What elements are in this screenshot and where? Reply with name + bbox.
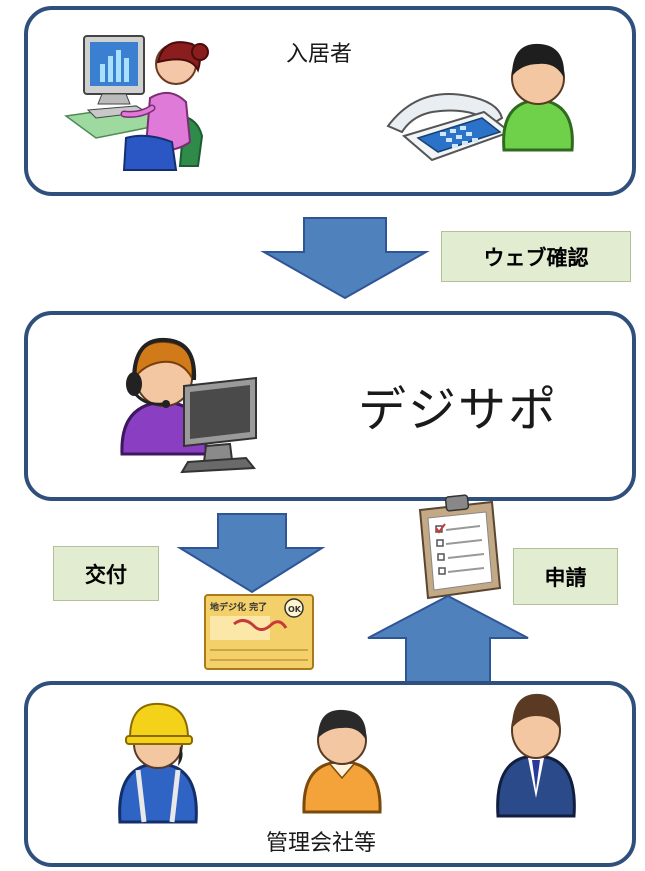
issue-tag: 交付	[53, 546, 159, 601]
clipboard-icon	[418, 494, 502, 600]
businessman-icon	[496, 693, 576, 818]
down-arrow-issue	[176, 513, 326, 594]
person-orange-icon	[302, 709, 382, 814]
card-badge: OK	[288, 605, 302, 614]
digisapo-box	[24, 311, 636, 501]
web-confirm-tag: ウェブ確認	[441, 231, 631, 282]
certificate-card-icon: 地デジ化 完了 OK	[204, 594, 314, 670]
card-title: 地デジ化 完了	[210, 601, 267, 613]
telephone-icon	[386, 93, 513, 162]
worker-helmet-icon	[118, 702, 198, 824]
computer-user-icon	[64, 35, 209, 171]
apply-tag: 申請	[513, 548, 618, 605]
up-arrow-apply	[367, 594, 529, 685]
down-arrow-web	[260, 217, 430, 300]
residents-label: 入居者	[286, 42, 353, 67]
monitor-icon	[180, 376, 257, 474]
digisapo-label: デジサポ	[358, 382, 559, 438]
management-label: 管理会社等	[266, 831, 377, 856]
person-green-icon	[502, 43, 574, 152]
